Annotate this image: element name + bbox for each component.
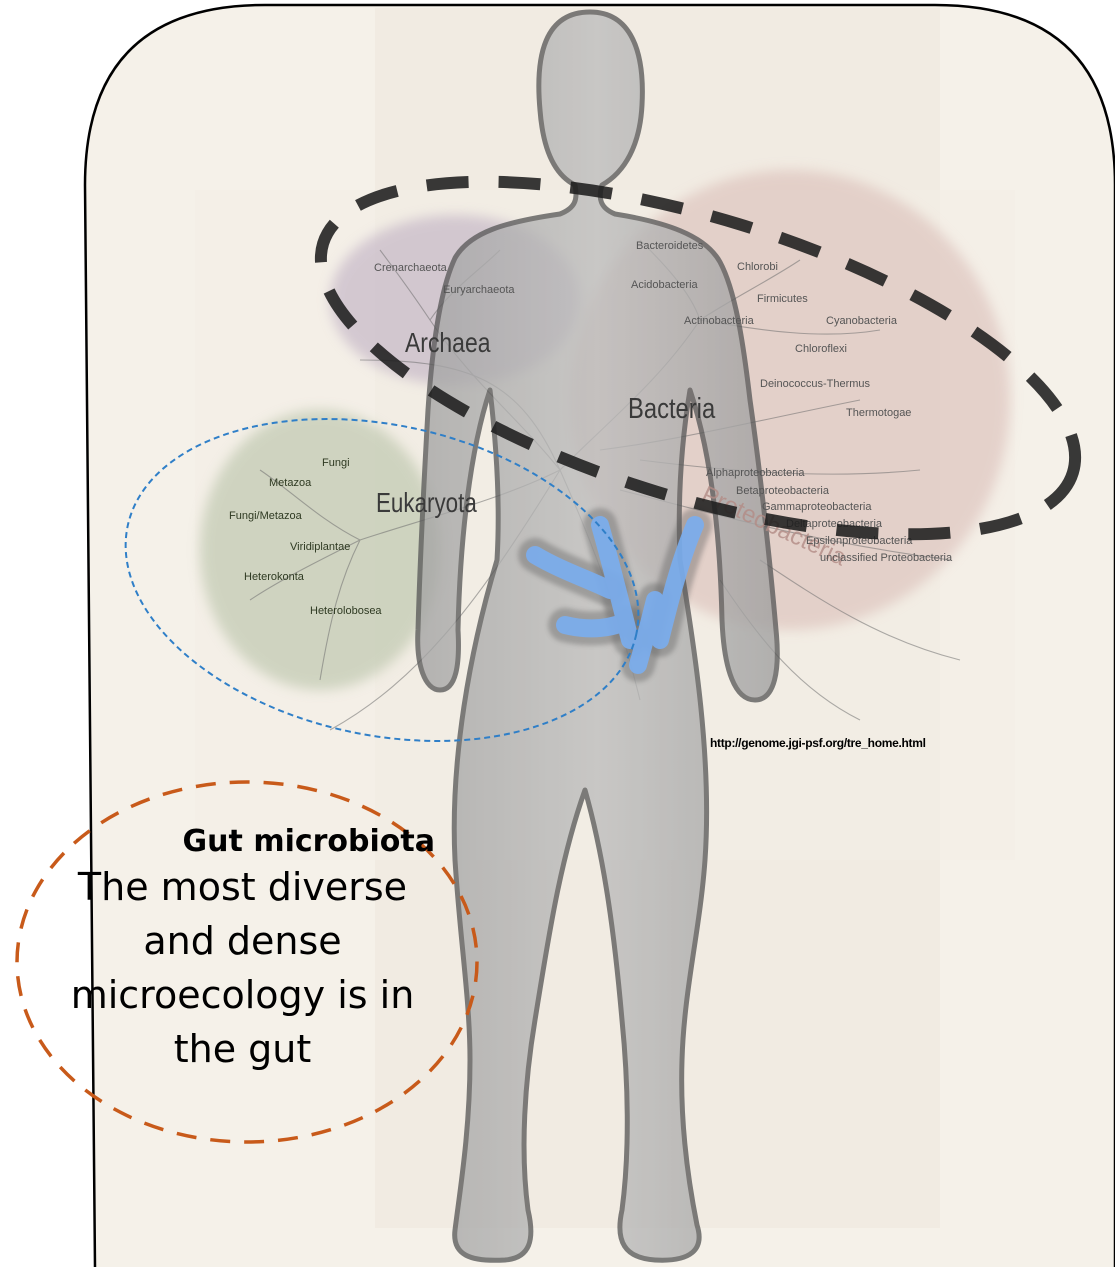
label-bacteria: Bacteria: [628, 392, 715, 425]
taxon-label: Bacteroidetes: [636, 240, 704, 252]
taxon-label: Fungi: [322, 457, 350, 469]
source-url: http://genome.jgi-psf.org/tre_home.html: [710, 736, 926, 750]
taxon-label: Euryarchaeota: [443, 284, 515, 296]
taxon-label: Viridiplantae: [290, 541, 350, 553]
taxon-label: Alphaproteobacteria: [706, 467, 805, 479]
label-eukaryota: Eukaryota: [376, 488, 478, 519]
taxon-label: Deinococcus-Thermus: [760, 378, 871, 390]
taxon-label: Chloroflexi: [795, 343, 847, 355]
taxon-label: Acidobacteria: [631, 279, 699, 291]
taxon-label: Firmicutes: [757, 293, 808, 305]
taxon-label: Actinobacteria: [684, 315, 755, 327]
taxon-label: Fungi/Metazoa: [229, 510, 303, 522]
taxon-label: Crenarchaeota: [374, 262, 448, 274]
taxon-label: unclassified Proteobacteria: [820, 552, 953, 564]
taxon-label: Chlorobi: [737, 261, 778, 273]
taxon-label: Cyanobacteria: [826, 315, 898, 327]
taxon-label: Heterolobosea: [310, 605, 382, 617]
taxon-label: Metazoa: [269, 477, 312, 489]
caption-title: Gut microbiota: [90, 824, 435, 859]
caption-body: The most diverse and dense microecology …: [40, 860, 445, 1076]
label-archaea: Archaea: [405, 328, 491, 359]
taxon-label: Heterokonta: [244, 571, 305, 583]
taxon-label: Thermotogae: [846, 407, 911, 419]
taxon-label: Gammaproteobacteria: [762, 501, 872, 513]
taxon-label: Betaproteobacteria: [736, 485, 830, 497]
